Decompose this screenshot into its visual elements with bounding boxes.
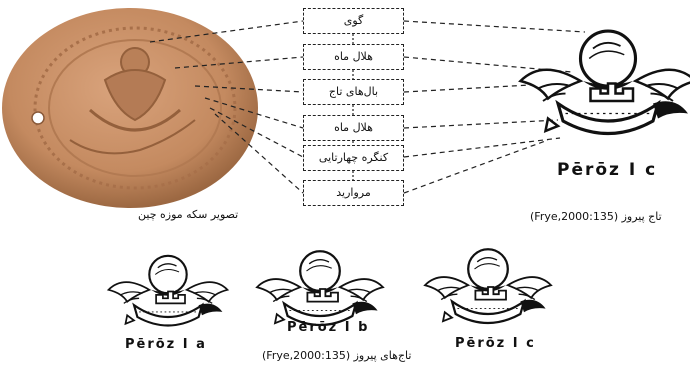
crown-c-drawing [425,249,551,323]
coin-image [2,8,258,208]
crown-main-drawing [521,31,690,134]
label-crown-wings: بال‌های تاج [303,79,404,105]
label-globe: گوی [303,8,404,34]
coin-caption: تصویر سکه موزه چین [138,208,238,221]
crown-main-caption: تاج پیروز (Frye,2000:135) [530,210,662,223]
crown-main-title: Pērōz I c [557,160,657,180]
crown-b-label: Pērōz I b [287,320,369,335]
label-crescent-lower: هلال ماه [303,115,404,141]
bottom-caption: تاج‌های پیروز (Frye,2000:135) [262,349,411,362]
label-four-merlons: کنگره چهارتایی [303,145,404,171]
crown-c-label: Pērōz I c [455,336,536,351]
label-crescent-upper: هلال ماه [303,44,404,70]
crown-a-label: Pērōz I a [125,337,207,352]
label-pearls: مروارید [303,180,404,206]
crown-a-drawing [109,256,228,326]
crown-b-drawing [257,251,383,325]
